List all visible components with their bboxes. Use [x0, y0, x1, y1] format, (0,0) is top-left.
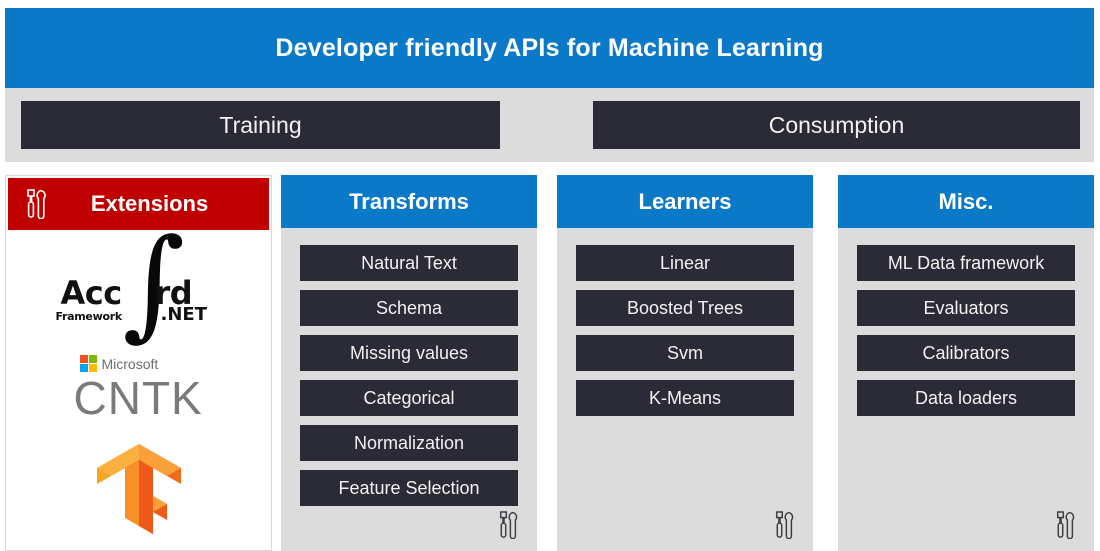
list-item-label: Feature Selection [338, 477, 480, 498]
microsoft-cntk-logo: Microsoft CNTK [6, 354, 271, 428]
phase-chip-consumption[interactable]: Consumption [593, 101, 1080, 149]
list-item[interactable]: Schema [300, 290, 518, 326]
tools-icon [773, 511, 799, 540]
microsoft-brand-label: Microsoft [101, 355, 159, 372]
list-item[interactable]: Calibrators [857, 335, 1075, 371]
list-item[interactable]: K-Means [576, 380, 794, 416]
tensorflow-icon [96, 444, 181, 534]
page-title: Developer friendly APIs for Machine Lear… [275, 33, 824, 62]
transforms-item-list: Natural Text Schema Missing values Categ… [281, 228, 537, 506]
panel-transforms: Transforms Natural Text Schema Missing v… [281, 175, 537, 551]
list-item-label: Categorical [363, 387, 455, 408]
panel-learners: Learners Linear Boosted Trees Svm K-Mean… [557, 175, 813, 551]
panel-extensions-header: Extensions [8, 178, 269, 230]
phase-label-consumption: Consumption [768, 111, 905, 138]
list-item-label: K-Means [648, 387, 722, 408]
list-item-label: Missing values [349, 342, 469, 363]
phase-band: Training Consumption [5, 88, 1094, 162]
accord-dotnet-text: .NET [160, 304, 207, 325]
panel-learners-title: Learners [638, 188, 732, 214]
tensorflow-logo [6, 436, 271, 540]
panels-row: Extensions Acc ∫ rd Framework .NET [5, 170, 1094, 551]
panel-extensions-title: Extensions [90, 191, 209, 216]
integral-icon: ∫ [122, 214, 186, 353]
phase-label-training: Training [219, 111, 302, 138]
list-item-label: Schema [375, 297, 443, 318]
panel-learners-header: Learners [557, 175, 813, 228]
extensions-logo-stack: Acc ∫ rd Framework .NET Microsoft C [6, 224, 271, 550]
list-item-label: Evaluators [923, 297, 1009, 318]
accord-word-left: Acc [60, 274, 123, 312]
list-item-label: ML Data framework [887, 252, 1045, 273]
title-banner: Developer friendly APIs for Machine Lear… [5, 8, 1094, 88]
list-item-label: Svm [667, 342, 703, 363]
list-item[interactable]: Normalization [300, 425, 518, 461]
learners-item-list: Linear Boosted Trees Svm K-Means [557, 228, 813, 416]
cntk-product-label: CNTK [73, 372, 203, 424]
microsoft-brand-row: Microsoft [79, 355, 159, 372]
tools-icon [1054, 511, 1080, 540]
phase-chip-training[interactable]: Training [21, 101, 500, 149]
list-item-label: Normalization [353, 432, 465, 453]
list-item-label: Natural Text [361, 252, 457, 273]
panel-misc-title: Misc. [938, 188, 994, 214]
list-item[interactable]: Missing values [300, 335, 518, 371]
tools-icon [497, 511, 523, 540]
accord-framework-text: Framework [55, 310, 123, 323]
list-item[interactable]: Linear [576, 245, 794, 281]
list-item[interactable]: Boosted Trees [576, 290, 794, 326]
list-item-label: Data loaders [914, 387, 1018, 408]
list-item-label: Boosted Trees [626, 297, 744, 318]
misc-item-list: ML Data framework Evaluators Calibrators… [838, 228, 1094, 416]
panel-extensions: Extensions Acc ∫ rd Framework .NET [5, 175, 272, 551]
list-item[interactable]: Natural Text [300, 245, 518, 281]
list-item[interactable]: Categorical [300, 380, 518, 416]
tools-icon [24, 189, 52, 220]
list-item[interactable]: Evaluators [857, 290, 1075, 326]
panel-transforms-header: Transforms [281, 175, 537, 228]
list-item[interactable]: ML Data framework [857, 245, 1075, 281]
list-item-label: Linear [659, 252, 711, 273]
panel-misc-header: Misc. [838, 175, 1094, 228]
panel-transforms-title: Transforms [349, 188, 469, 214]
accord-word-right: rd [154, 274, 193, 312]
panel-misc: Misc. ML Data framework Evaluators Calib… [838, 175, 1094, 551]
list-item[interactable]: Svm [576, 335, 794, 371]
list-item-label: Calibrators [922, 342, 1010, 363]
microsoft-logo-icon [79, 355, 97, 372]
accord-net-logo: Acc ∫ rd Framework .NET [6, 224, 271, 348]
list-item[interactable]: Feature Selection [300, 470, 518, 506]
list-item[interactable]: Data loaders [857, 380, 1075, 416]
